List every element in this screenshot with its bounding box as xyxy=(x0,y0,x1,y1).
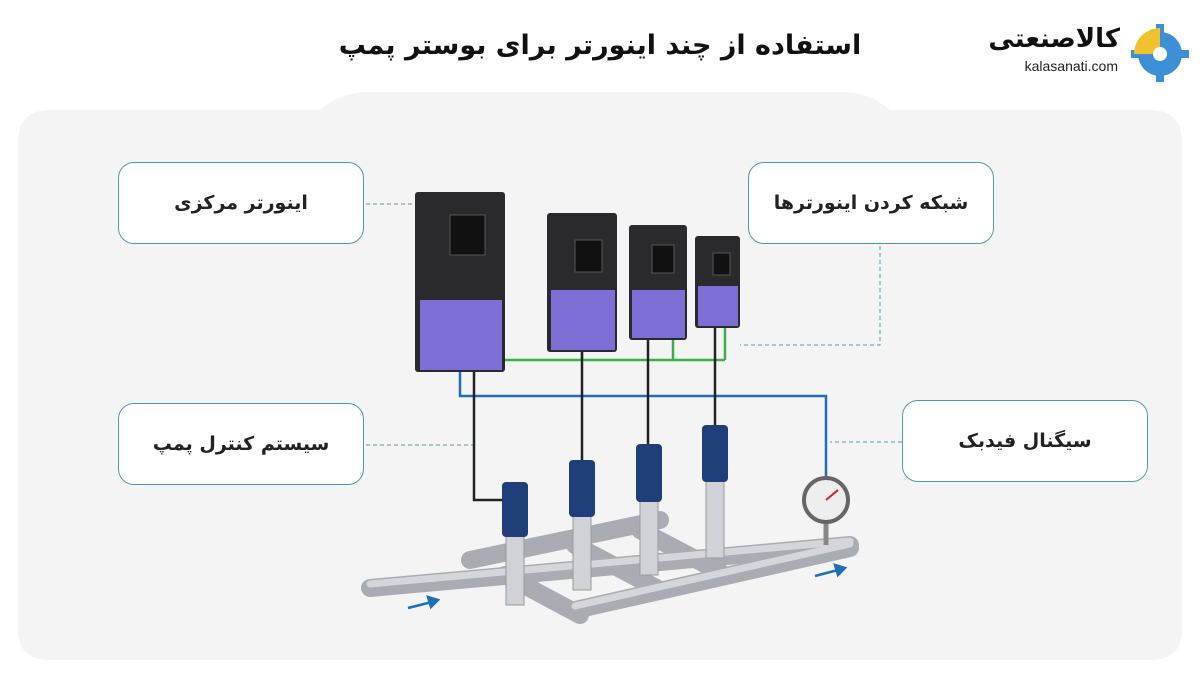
page-title: استفاده از چند اینورتر برای بوستر پمپ xyxy=(338,30,862,61)
flow-arrow-out xyxy=(814,563,848,578)
logo-name: کالاصنعتی xyxy=(988,24,1120,54)
pump-4 xyxy=(702,425,728,559)
label-pump-control-system: سیستم کنترل پمپ xyxy=(118,403,364,485)
power-lines xyxy=(472,328,717,502)
connector-lines xyxy=(366,203,902,446)
inverter-2 xyxy=(547,213,617,352)
pump-1 xyxy=(502,482,528,606)
pump-3 xyxy=(636,444,662,576)
pumps xyxy=(502,425,728,606)
label-inverter-networking: شبکه کردن اینورترها xyxy=(748,162,994,244)
inverter-3 xyxy=(629,225,687,340)
pipe-manifold xyxy=(361,511,859,624)
inverters xyxy=(415,192,740,372)
label-feedback-signal: سیگنال فیدبک xyxy=(902,400,1148,482)
pump-2 xyxy=(569,460,595,591)
label-central-inverter: اینورتر مرکزی xyxy=(118,162,364,244)
feedback-line xyxy=(458,372,828,480)
inverter-central xyxy=(415,192,505,372)
gear-signal-icon xyxy=(1131,24,1189,82)
logo: کالاصنعتی kalasanati.com xyxy=(988,20,1190,85)
logo-domain: kalasanati.com xyxy=(1024,58,1118,74)
inverter-4 xyxy=(695,236,740,328)
pressure-gauge xyxy=(802,476,850,545)
flow-arrow-in xyxy=(407,595,441,610)
